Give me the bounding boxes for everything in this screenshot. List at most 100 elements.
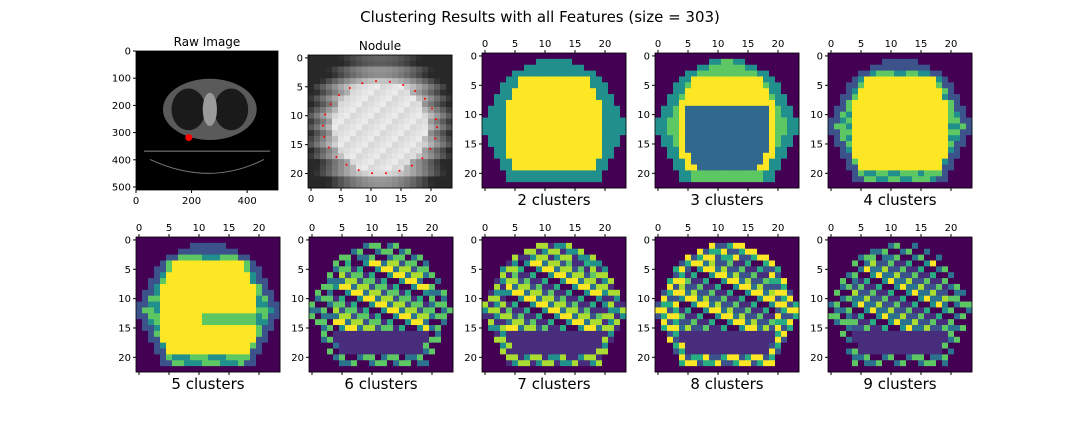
cluster-cell — [512, 283, 519, 291]
cluster-cell — [572, 164, 579, 171]
cluster-cell — [960, 88, 967, 95]
cluster-cell — [584, 129, 591, 136]
cluster-cell — [596, 70, 603, 77]
cluster-cell — [506, 117, 513, 124]
cluster-cell — [315, 260, 322, 267]
cluster-cell — [655, 348, 662, 355]
cluster-cell — [697, 272, 704, 279]
cluster-cell — [781, 94, 788, 101]
cluster-cell — [894, 99, 901, 107]
cluster-cell — [655, 152, 662, 160]
cluster-cell — [858, 307, 865, 314]
cluster-cell — [530, 283, 537, 291]
cluster-cell — [244, 319, 251, 326]
cluster-cell — [846, 64, 853, 72]
cluster-cell — [828, 152, 835, 160]
cluster-cell — [530, 313, 537, 320]
cluster-cell — [954, 289, 961, 297]
nodule-pixel — [374, 60, 381, 67]
cluster-cell — [441, 254, 448, 261]
cluster-cell — [256, 313, 263, 320]
cluster-cell — [602, 295, 609, 302]
cluster-cell — [924, 99, 931, 107]
nodule-pixel — [344, 170, 351, 177]
cluster-cell — [936, 266, 943, 273]
cluster-cell — [405, 272, 412, 279]
nodule-pixel — [440, 130, 447, 137]
cluster-cell — [148, 330, 155, 338]
cluster-cell — [590, 301, 597, 308]
nodule-pixel — [434, 72, 441, 79]
cluster-cell — [661, 135, 668, 142]
cluster-cell — [339, 313, 346, 320]
cluster-cell — [447, 348, 454, 355]
cluster-cell — [620, 360, 627, 367]
cluster-cell — [530, 330, 537, 338]
cluster-cell — [781, 319, 788, 326]
cluster-cell — [864, 53, 871, 60]
cluster-cell — [208, 242, 215, 250]
cluster-cell — [566, 64, 573, 72]
cluster-cell — [918, 158, 925, 165]
cluster-cell — [918, 176, 925, 183]
cluster-cell — [846, 99, 853, 107]
nodule-pixel — [428, 153, 435, 160]
nodule-pixel — [338, 147, 345, 154]
cluster-cell — [840, 82, 847, 89]
cluster-cell — [596, 254, 603, 261]
cluster-cell — [506, 354, 513, 361]
cluster-cell — [405, 336, 412, 344]
cluster-cell — [447, 289, 454, 297]
cluster-cell — [828, 182, 835, 189]
cluster-cell — [930, 123, 937, 130]
cluster-cell — [482, 319, 489, 326]
cluster-cell — [214, 354, 221, 361]
cluster-cell — [405, 366, 412, 373]
cluster-cell — [763, 158, 770, 165]
cluster-cell — [894, 307, 901, 314]
cluster-cell — [548, 325, 555, 332]
cluster-cell — [858, 260, 865, 267]
cluster-cell — [727, 58, 734, 66]
nodule-pixel — [374, 83, 381, 91]
cluster-cell — [906, 278, 913, 285]
cluster-cell — [709, 360, 716, 367]
cluster-cell — [697, 301, 704, 308]
cluster-cell — [727, 123, 734, 130]
cluster-cell — [315, 242, 322, 250]
cluster-cell — [715, 53, 722, 60]
cluster-cell — [691, 146, 698, 154]
cluster-cell — [244, 289, 251, 297]
cluster-cell — [781, 342, 788, 349]
cluster-cell — [834, 70, 841, 77]
cluster-cell — [441, 336, 448, 344]
cluster-cell — [620, 295, 627, 302]
cluster-cell — [566, 254, 573, 261]
cluster-cell — [918, 278, 925, 285]
cluster-cell — [608, 76, 615, 83]
cluster-cell — [769, 88, 776, 95]
cluster-cell — [596, 342, 603, 349]
cluster-cell — [500, 176, 507, 183]
cluster-cell — [834, 242, 841, 250]
cluster-cell — [697, 242, 704, 250]
cluster-cell — [882, 58, 889, 66]
cluster-cell — [655, 105, 662, 113]
cluster-cell — [733, 105, 740, 113]
cluster-cell — [733, 336, 740, 344]
cluster-cell — [542, 111, 549, 118]
cluster-cell — [966, 278, 973, 285]
cluster-cell — [494, 313, 501, 320]
cluster-cell — [202, 272, 209, 279]
cluster-cell — [691, 88, 698, 95]
cluster-cell — [775, 146, 782, 154]
cluster-cell — [894, 94, 901, 101]
cluster-cell — [775, 237, 782, 244]
cluster-cell — [727, 295, 734, 302]
cluster-cell — [655, 111, 662, 118]
cluster-cell — [828, 82, 835, 89]
cluster-cell — [924, 248, 931, 256]
nodule-pixel — [338, 112, 345, 120]
cluster-cell — [429, 348, 436, 355]
cluster-cell — [685, 301, 692, 308]
